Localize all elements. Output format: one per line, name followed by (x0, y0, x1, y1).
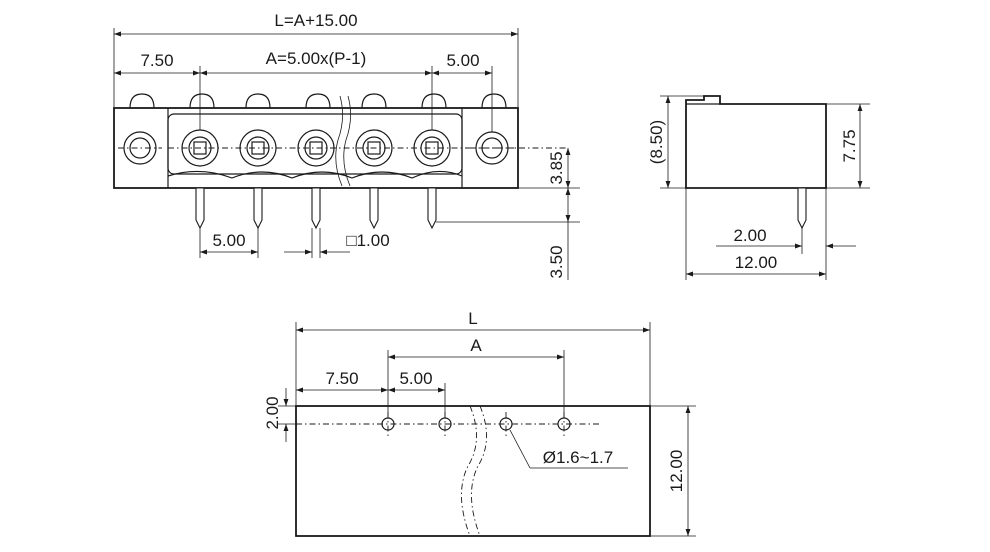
dim-overall-height: (8.50) (647, 120, 666, 164)
dim-pin-offset: 2.00 (733, 226, 766, 245)
dim-height-upper: 3.85 (547, 151, 566, 184)
dim-pin-length: 3.50 (547, 245, 566, 278)
pcb-outline (295, 405, 651, 537)
dim-left-offset: 7.50 (140, 51, 173, 70)
dim-left-offset-pcb: 7.50 (325, 369, 358, 388)
front-body-outline (113, 107, 519, 189)
dim-right-offset: 5.00 (446, 51, 479, 70)
dim-total-length: L=A+15.00 (274, 11, 357, 30)
pins (195, 187, 437, 230)
dim-pitch-pcb: 5.00 (399, 369, 432, 388)
dim-hole-diameter: Ø1.6~1.7 (543, 448, 613, 467)
dim-row-offset: 2.00 (263, 396, 282, 429)
dim-body-height: 7.75 (840, 129, 859, 162)
dim-length: L (468, 309, 477, 328)
dim-depth: 12.00 (735, 253, 778, 272)
dim-span: A (470, 336, 482, 355)
pcb-layout: L A 7.50 5.00 2.00 12.00 Ø1.6~1.7 (263, 309, 696, 537)
dim-height: 12.00 (667, 450, 686, 493)
front-view: L=A+15.00 7.50 A=5.00x(P-1) 5.00 5.00 □1… (113, 11, 580, 280)
dim-pin-square: □1.00 (346, 231, 389, 250)
dim-pitch: 5.00 (212, 231, 245, 250)
dim-pitch-span: A=5.00x(P-1) (266, 49, 367, 68)
break-line (461, 405, 477, 537)
side-body-outline (685, 95, 827, 189)
header-bumps (129, 93, 507, 109)
side-view: (8.50) 7.75 2.00 12.00 (647, 95, 870, 280)
